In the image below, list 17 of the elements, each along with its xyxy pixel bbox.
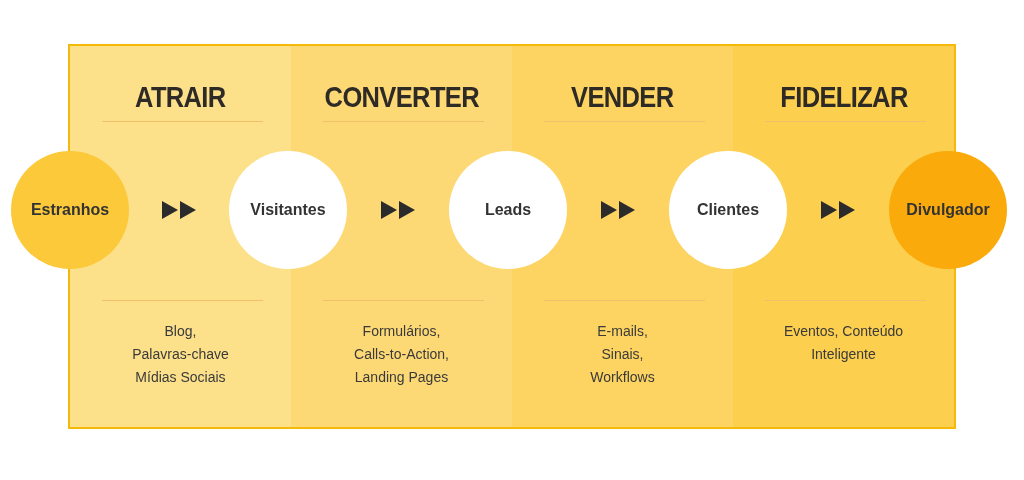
stage-title: CONVERTER: [324, 79, 479, 115]
double-arrow: [821, 201, 855, 219]
stage-tools: Formulários, Calls-to-Action, Landing Pages: [353, 322, 450, 387]
stage-title: FIDELIZAR: [779, 79, 908, 115]
stage-title: ATRAIR: [135, 79, 226, 115]
double-arrow: [381, 201, 415, 219]
stage-label: Estranhos: [30, 200, 110, 220]
stage-label: Clientes: [696, 200, 760, 220]
stage-label: Visitantes: [250, 200, 326, 220]
stage-title: VENDER: [571, 79, 674, 115]
stage-tools: Blog, Palavras-chave Mídias Sociais: [131, 322, 230, 387]
stage-label: Leads: [484, 200, 532, 220]
double-arrow: [601, 201, 635, 219]
stage-tools: E-mails, Sinais, Workflows: [589, 322, 656, 387]
double-arrow: [162, 201, 196, 219]
stage-label: Divulgador: [906, 200, 990, 220]
stage-tools: Eventos, Conteúdo Inteligente: [782, 322, 905, 364]
